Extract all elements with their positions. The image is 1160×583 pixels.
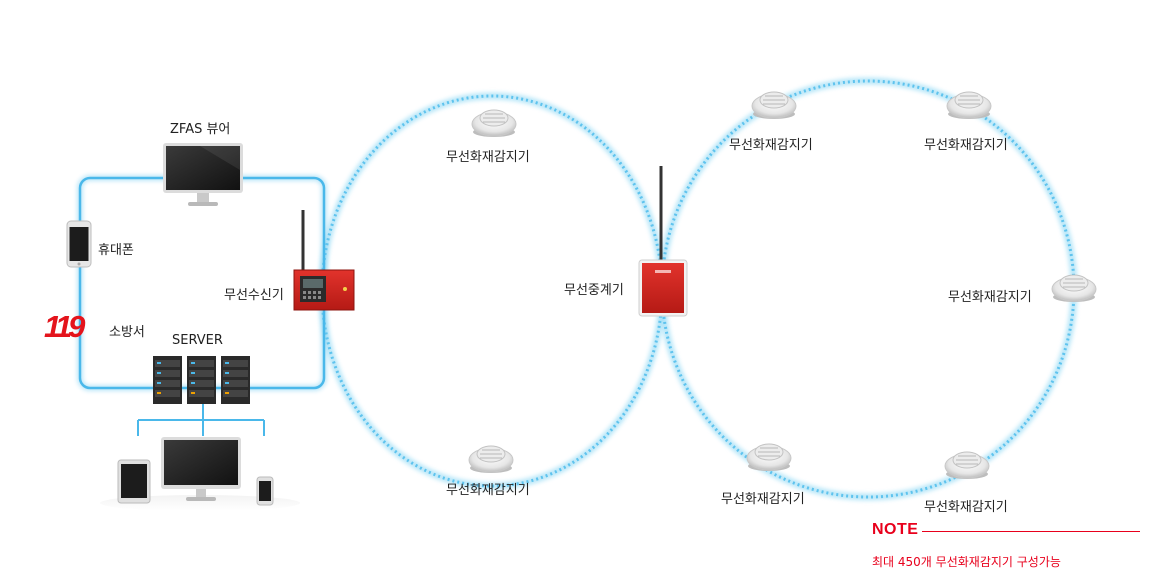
client-connector (137, 404, 265, 436)
server-rack-icon (153, 356, 250, 404)
detector-label-7: 무선화재감지기 (924, 500, 1008, 515)
detector-icon-4 (946, 91, 992, 119)
phone-icon (66, 220, 92, 268)
detector-icon-7 (944, 451, 990, 479)
detector-icon-1 (471, 109, 517, 137)
detector-icon-5 (1051, 274, 1097, 302)
receiver-label: 무선수신기 (224, 288, 284, 303)
client-devices (100, 437, 300, 511)
tablet-icon (117, 459, 151, 504)
detector-label-6: 무선화재감지기 (721, 492, 805, 507)
viewer-label: ZFAS 뷰어 (170, 122, 231, 137)
detector-icon-6 (746, 443, 792, 471)
repeater-label: 무선중계기 (564, 283, 624, 298)
fire-station-label: 소방서 (109, 325, 145, 340)
fire-station-logo: 119 (44, 309, 85, 344)
note-divider (922, 531, 1140, 532)
detector-icon-3 (751, 91, 797, 119)
server-label: SERVER (172, 333, 223, 348)
detector-label-5: 무선화재감지기 (948, 290, 1032, 305)
phone-label: 휴대폰 (98, 243, 134, 258)
detector-label-1: 무선화재감지기 (446, 150, 530, 165)
smartphone-icon (256, 476, 274, 506)
note-title: NOTE (872, 521, 919, 538)
detector-label-2: 무선화재감지기 (446, 483, 530, 498)
detector-icon-2 (468, 445, 514, 473)
monitor-icon (163, 143, 243, 206)
wireless-receiver-icon (293, 210, 355, 311)
wireless-repeater-icon (638, 166, 688, 317)
note-text: 최대 450개 무선화재감지기 구성가능 (872, 555, 1061, 569)
detector-label-4: 무선화재감지기 (924, 138, 1008, 153)
detector-label-3: 무선화재감지기 (729, 138, 813, 153)
desktop-icon (161, 437, 241, 501)
